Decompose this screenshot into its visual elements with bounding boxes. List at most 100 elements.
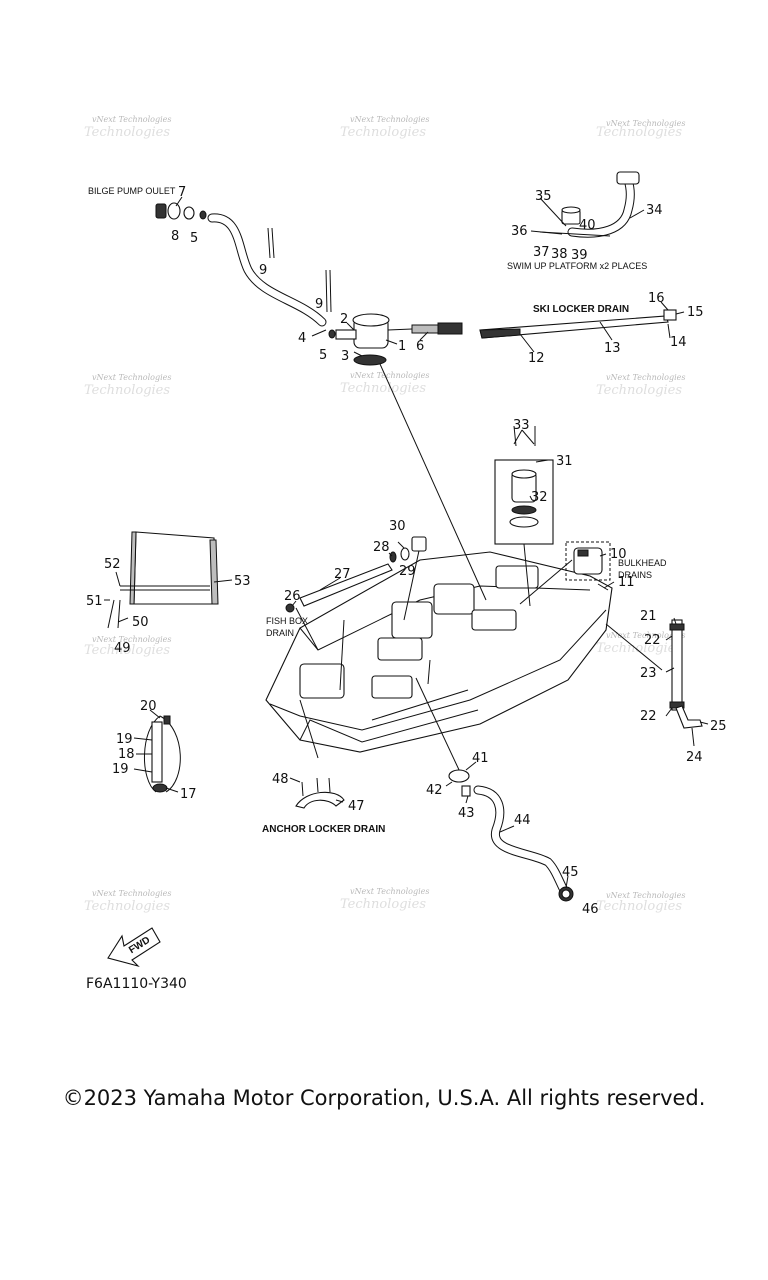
bulkhead-caption-2: DRAINS [618,570,652,580]
swim-up-caption: SWIM UP PLATFORM x2 PLACES [507,261,647,271]
leader-lines [295,363,663,773]
callout-3: 3 [341,349,349,364]
diagram-code: F6A1110-Y340 [86,976,187,992]
bilge-pump-outlet-caption: BILGE PUMP OULET [88,186,176,196]
callout-44: 44 [514,813,531,828]
callout-9b: 9 [315,297,323,312]
callout-7: 7 [178,185,186,200]
anchor-locker-drain-group: ANCHOR LOCKER DRAIN [262,777,385,835]
callout-22b: 22 [640,709,657,724]
svg-text:vNext Technologies: vNext Technologies [350,371,429,380]
svg-text:vNext Technologies: vNext Technologies [92,373,171,382]
callout-30: 30 [389,519,406,534]
outlet-clamp [199,210,207,220]
bulkhead-drains-group: BULKHEAD DRAINS [565,541,667,591]
screw [513,425,517,447]
callout-15: 15 [687,305,704,320]
callout-52: 52 [104,557,121,572]
svg-text:Technologies: Technologies [340,381,426,396]
anchor-drain-cover [295,791,345,809]
svg-text:Technologies: Technologies [340,897,426,912]
copyright-footer: ©2023 Yamaha Motor Corporation, U.S.A. A… [62,1086,706,1110]
watermark: Technologies vNext Technologies [596,891,685,914]
callout-9: 9 [259,263,267,278]
drain-inset-31 [494,425,554,545]
thru-hull-hose [448,769,574,902]
svg-text:vNext Technologies: vNext Technologies [350,115,429,124]
callout-1: 1 [398,339,406,354]
callout-16: 16 [648,291,665,306]
svg-text:vNext Technologies: vNext Technologies [606,891,685,900]
callout-33: 33 [513,418,530,433]
svg-text:Technologies: Technologies [596,125,682,140]
callout-45: 45 [562,865,579,880]
callout-32: 32 [531,490,548,505]
anchor-hose [473,785,571,899]
watermark: Technologies vNext Technologies [596,373,685,398]
boat-hull [265,551,613,753]
callout-8: 8 [171,229,179,244]
bulkhead-caption-1: BULKHEAD [618,558,667,568]
callout-26: 26 [284,589,301,604]
watermark: Technologies vNext Technologies [596,119,685,140]
callout-5: 5 [190,231,198,246]
anchor-locker-caption: ANCHOR LOCKER DRAIN [262,824,385,835]
ski-locker-fitting [663,309,677,321]
console-right [433,583,475,615]
watermark: Technologies vNext Technologies [340,371,429,396]
svg-text:Technologies: Technologies [84,125,170,140]
callout-5b: 5 [319,348,327,363]
bucket-group [107,531,219,629]
bucket-body [133,531,217,605]
callout-41: 41 [472,751,489,766]
fish-box-caption-1: FISH BOX [266,616,308,626]
svg-text:Technologies: Technologies [340,125,426,140]
pump-connector [411,324,439,334]
callout-13: 13 [604,341,621,356]
fish-box-fitting [411,536,427,552]
callout-21: 21 [640,609,657,624]
fish-box-caption-2: DRAIN [266,628,294,638]
callout-43: 43 [458,806,475,821]
fwd-arrow: FWD [107,927,161,968]
svg-text:vNext Technologies: vNext Technologies [92,635,171,644]
callout-53: 53 [234,574,251,589]
callout-numbers: 1 2 3 4 5 5 6 7 8 9 9 10 11 12 13 14 15 … [86,185,727,917]
callout-29: 29 [399,564,416,579]
svg-text:Technologies: Technologies [596,383,682,398]
bench [371,675,413,699]
watermark: Technologies vNext Technologies [84,635,171,658]
bilge-pump-top [352,313,390,327]
callout-leaders [104,196,709,889]
drain-tube [671,619,683,711]
svg-text:Technologies: Technologies [84,899,170,914]
callout-37: 37 [533,245,550,260]
callout-50: 50 [132,615,149,630]
watermark: Technologies vNext Technologies [340,887,429,912]
callout-25: 25 [710,719,727,734]
svg-text:Technologies: Technologies [84,643,170,658]
callout-12: 12 [528,351,545,366]
stern-box [495,565,539,589]
parts-diagram: Technologies vNext Technologies Technolo… [84,115,727,968]
callout-40: 40 [579,218,596,233]
svg-text:Technologies: Technologies [84,383,170,398]
callout-17: 17 [180,787,197,802]
fish-box-hose [299,563,393,607]
svg-text:vNext Technologies: vNext Technologies [606,119,685,128]
fish-box-drain-group: FISH BOX DRAIN [266,536,427,638]
svg-text:vNext Technologies: vNext Technologies [606,631,685,640]
bilge-pump-base [353,354,387,366]
pump-harness [437,322,463,335]
callout-24: 24 [686,750,703,765]
callout-49: 49 [114,641,131,656]
callout-19: 19 [116,732,133,747]
callout-36: 36 [511,224,528,239]
watermarks: Technologies vNext Technologies Technolo… [84,115,685,914]
cable-tie [325,269,328,313]
cable-tie [267,227,271,259]
svg-text:Technologies: Technologies [596,899,682,914]
rear-seat [471,609,517,631]
right-drain-hose [669,619,703,729]
console-left [391,601,433,639]
